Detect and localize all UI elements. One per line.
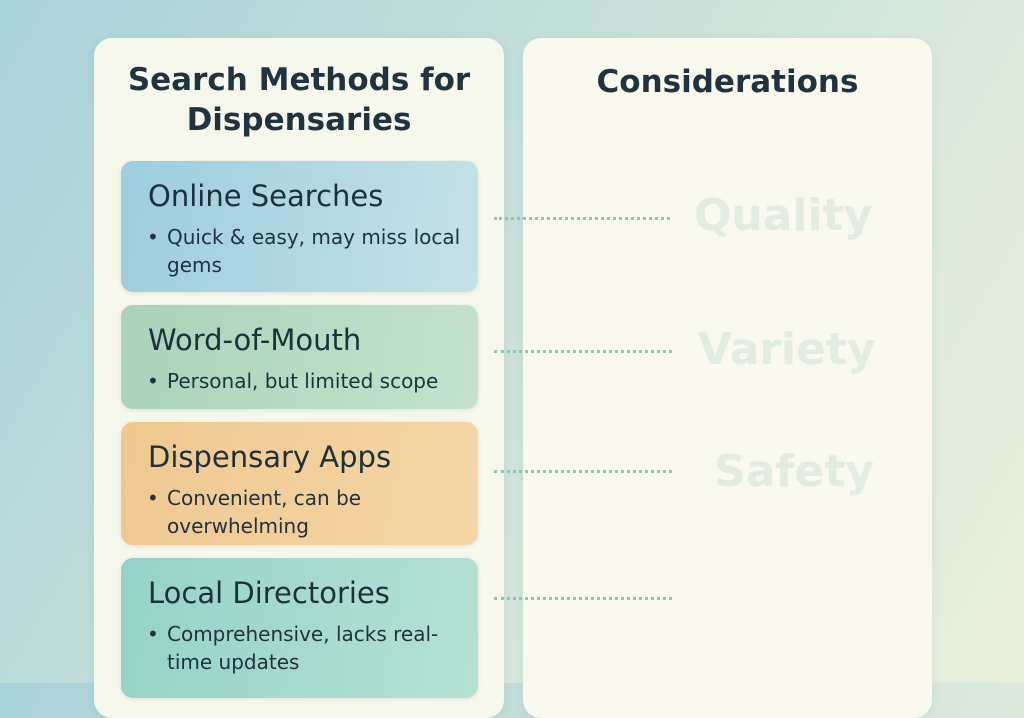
bullet-icon: • (147, 369, 159, 393)
search-methods-title: Search Methods for Dispensaries (127, 62, 471, 138)
method-description: •Comprehensive, lacks real-time updates (147, 622, 439, 674)
consideration-quality: Quality (694, 190, 873, 241)
considerations-title: Considerations (596, 64, 859, 100)
bullet-icon: • (147, 486, 159, 510)
method-card-online-searches: Online Searches •Quick & easy, may miss … (121, 161, 478, 292)
connector-line-3 (494, 470, 672, 473)
method-title: Local Directories (148, 576, 390, 610)
connector-line-4 (494, 597, 672, 600)
bullet-icon: • (147, 225, 159, 249)
method-card-dispensary-apps: Dispensary Apps •Convenient, can be over… (121, 422, 478, 545)
method-title: Online Searches (148, 179, 384, 213)
connector-line-1 (494, 217, 670, 220)
method-title: Word-of-Mouth (148, 323, 362, 357)
bullet-icon: • (147, 622, 159, 646)
method-title: Dispensary Apps (148, 440, 392, 474)
method-description: •Quick & easy, may miss local gems (147, 225, 461, 277)
considerations-panel: Considerations (523, 38, 932, 718)
method-description: •Convenient, can be overwhelming (147, 486, 362, 538)
consideration-safety: Safety (714, 446, 875, 497)
method-card-word-of-mouth: Word-of-Mouth •Personal, but limited sco… (121, 305, 478, 409)
consideration-variety: Variety (698, 324, 876, 375)
method-card-local-directories: Local Directories •Comprehensive, lacks … (121, 558, 478, 698)
connector-line-2 (494, 350, 672, 353)
method-description: •Personal, but limited scope (147, 369, 439, 393)
